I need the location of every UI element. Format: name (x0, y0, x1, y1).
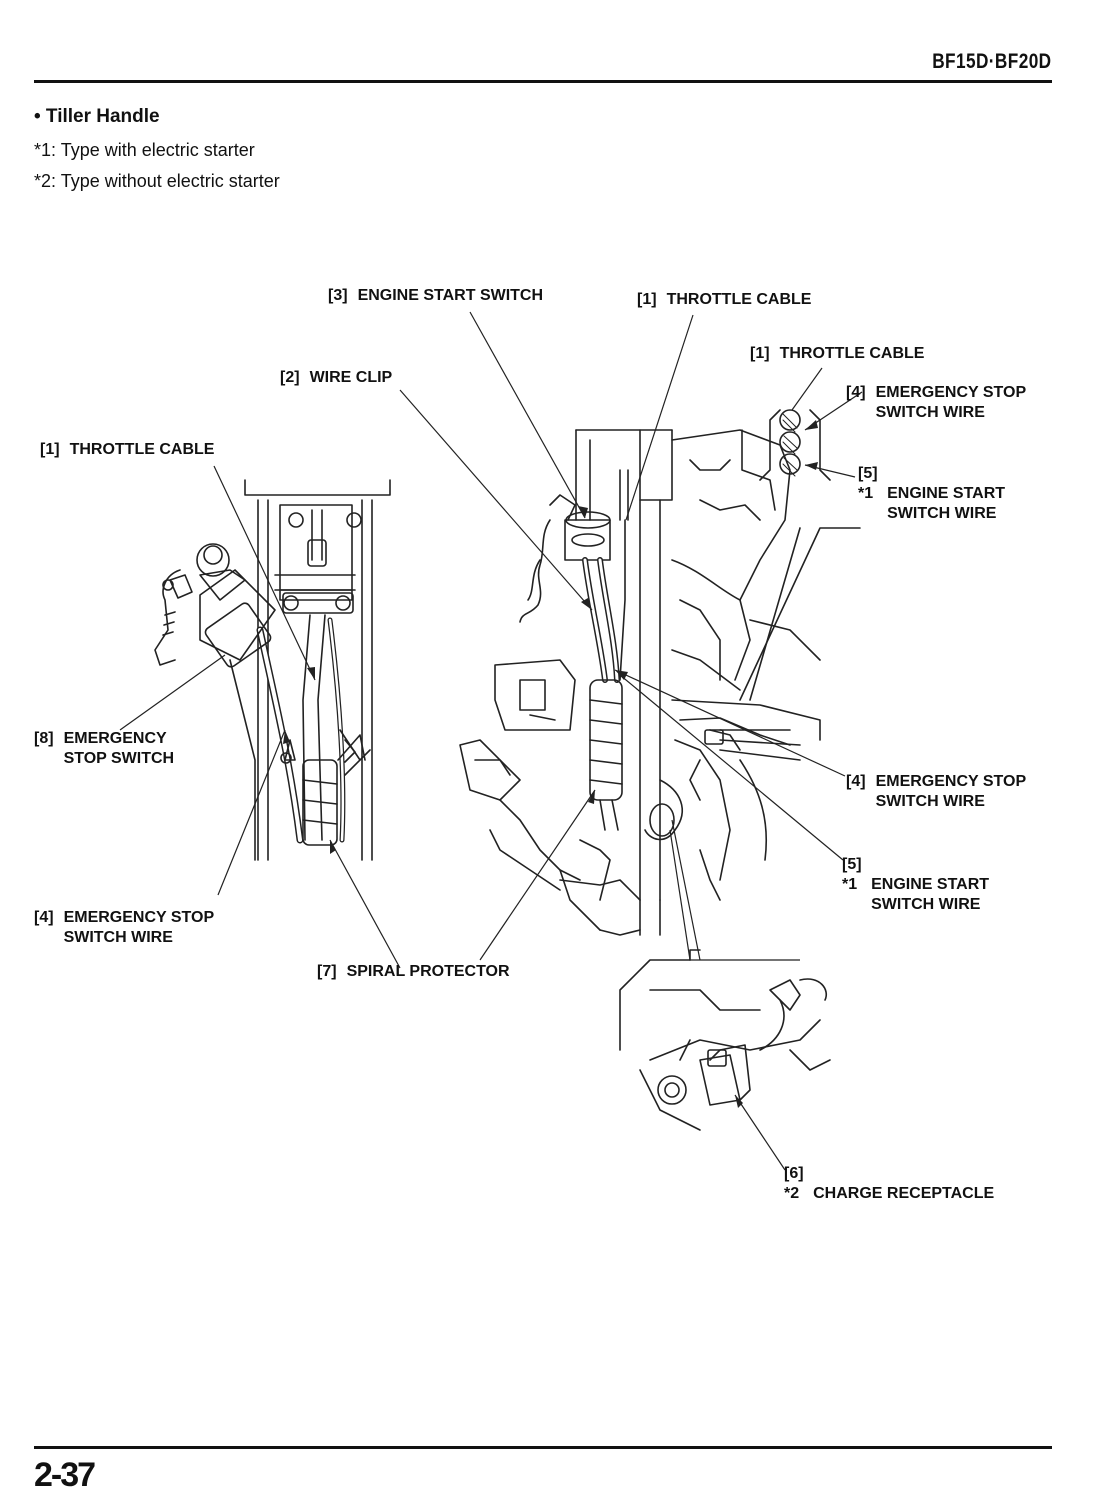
ref-number: [4] (846, 773, 866, 790)
note-electric-starter: *1: Type with electric starter (34, 140, 255, 160)
ref-number: [1] (637, 291, 657, 308)
label-engine-start-switch: [3] ENGINE START SWITCH (328, 286, 543, 306)
ref-number: [1] (40, 441, 60, 458)
ref-number: [6] (784, 1165, 804, 1182)
leader-lines (119, 311, 863, 1171)
section-title: • Tiller Handle (34, 106, 160, 127)
note-mark: *2 (784, 1185, 800, 1202)
ref-number: [2] (280, 369, 300, 386)
label-charge-receptacle: [6] *2 CHARGE RECEPTACLE (784, 1164, 994, 1204)
left-handle-detail (154, 479, 391, 861)
ref-number: [4] (846, 384, 866, 401)
center-assembly-detail (459, 429, 821, 936)
ref-number: [8] (34, 730, 54, 747)
charge-receptacle-inset (619, 949, 831, 1131)
wire-cross-section-inset (739, 409, 861, 701)
label-spiral-protector: [7] SPIRAL PROTECTOR (317, 962, 510, 982)
label-text: ENGINE START SWITCH (357, 287, 544, 304)
ref-number: [5] (842, 856, 862, 873)
page-number: 2-37 (34, 1456, 96, 1494)
header-rule (34, 80, 1052, 83)
note-mark: *1 (842, 876, 858, 893)
label-text: THROTTLE CABLE (69, 441, 215, 458)
ref-number: [1] (750, 345, 770, 362)
label-throttle-cable-inset: [1] THROTTLE CABLE (750, 344, 924, 364)
label-text: CHARGE RECEPTACLE (813, 1185, 995, 1202)
arrowheads (283, 420, 818, 1108)
label-text: SPIRAL PROTECTOR (346, 963, 510, 980)
label-text: WIRE CLIP (309, 369, 393, 386)
ref-number: [5] (858, 465, 878, 482)
footer-rule (34, 1446, 1052, 1449)
note-no-electric-starter: *2: Type without electric starter (34, 171, 280, 191)
label-throttle-cable-left: [1] THROTTLE CABLE (40, 440, 214, 460)
label-throttle-cable-top: [1] THROTTLE CABLE (637, 290, 811, 310)
label-wire-clip: [2] WIRE CLIP (280, 368, 392, 388)
note-mark: *1 (858, 485, 874, 502)
label-text: THROTTLE CABLE (666, 291, 812, 308)
ref-number: [4] (34, 909, 54, 926)
model-title: BF15D·BF20D (932, 50, 1052, 73)
ref-number: [7] (317, 963, 337, 980)
label-text: THROTTLE CABLE (779, 345, 925, 362)
ref-number: [3] (328, 287, 348, 304)
